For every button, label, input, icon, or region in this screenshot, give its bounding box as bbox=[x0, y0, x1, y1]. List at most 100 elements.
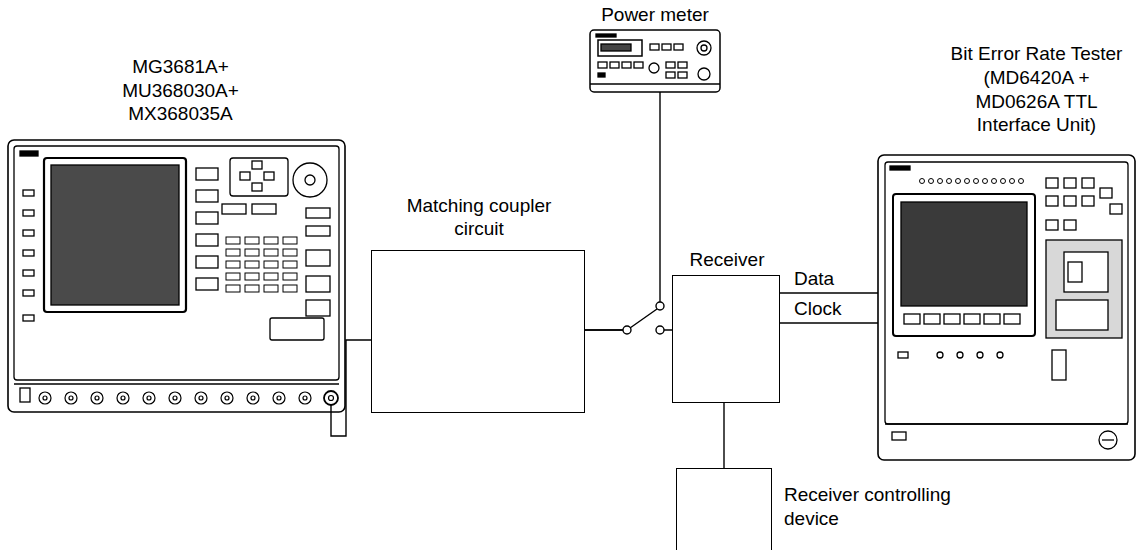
signal-generator-drawing bbox=[8, 140, 345, 412]
power-meter-drawing bbox=[590, 83, 720, 84]
bit-error-rate-tester-drawing bbox=[1056, 300, 1108, 330]
null bbox=[169, 392, 181, 404]
bit-error-rate-tester-drawing bbox=[1046, 178, 1058, 188]
power-meter-drawing bbox=[590, 30, 720, 92]
device-label: MG3681A+ MU368030A+ MX368035A bbox=[115, 55, 247, 126]
signal-generator-drawing bbox=[293, 163, 327, 197]
signal-name: Data bbox=[792, 268, 836, 291]
bit-error-rate-tester: Bit Error Rate Tester (MD6420A + MD0626A… bbox=[878, 155, 1135, 460]
signal-generator-drawing bbox=[20, 388, 30, 402]
power-meter: Power meter bbox=[590, 30, 720, 92]
null bbox=[251, 396, 255, 400]
power-meter-drawing bbox=[601, 44, 631, 51]
bit-error-rate-tester-drawing bbox=[1099, 431, 1117, 449]
power-meter-drawing bbox=[598, 40, 642, 56]
null bbox=[143, 392, 155, 404]
signal-wire bbox=[780, 292, 878, 293]
power-meter-drawing bbox=[662, 44, 671, 50]
device-label: Power meter bbox=[599, 3, 711, 27]
signal-generator-drawing bbox=[23, 210, 34, 216]
signal-generator-drawing bbox=[222, 204, 246, 214]
bit-error-rate-tester-drawing bbox=[1068, 262, 1082, 282]
bit-error-rate-tester-drawing bbox=[977, 352, 983, 358]
signal-generator-drawing bbox=[23, 190, 34, 196]
power-meter-drawing bbox=[598, 62, 607, 68]
bit-error-rate-tester-drawing bbox=[1004, 314, 1020, 324]
null bbox=[324, 391, 338, 405]
null bbox=[147, 396, 151, 400]
null bbox=[221, 392, 233, 404]
bit-error-rate-tester-drawing bbox=[885, 162, 1128, 424]
device-label: Receiver controlling device bbox=[782, 483, 964, 531]
null bbox=[329, 396, 334, 401]
power-meter-drawing bbox=[678, 62, 687, 68]
bit-error-rate-tester-drawing bbox=[957, 352, 963, 358]
power-meter-drawing bbox=[610, 62, 619, 68]
signal-generator-drawing bbox=[225, 236, 301, 296]
bit-error-rate-tester-drawing bbox=[1100, 188, 1112, 198]
power-meter-drawing bbox=[674, 44, 683, 50]
power-meter-drawing bbox=[666, 72, 675, 78]
null bbox=[91, 392, 103, 404]
bit-error-rate-tester-drawing bbox=[878, 155, 1135, 460]
signal-generator-drawing bbox=[306, 226, 330, 236]
power-meter-drawing bbox=[622, 62, 631, 68]
power-meter-drawing bbox=[666, 62, 675, 68]
signal-wire bbox=[331, 340, 371, 436]
bit-error-rate-tester-drawing bbox=[1082, 178, 1094, 188]
bit-error-rate-tester-drawing bbox=[904, 314, 920, 324]
signal-generator: MG3681A+ MU368030A+ MX368035A bbox=[8, 140, 345, 412]
bit-error-rate-tester-drawing bbox=[1064, 178, 1076, 188]
signal-generator-drawing bbox=[252, 204, 276, 214]
power-meter-drawing bbox=[697, 41, 711, 55]
signal-wire bbox=[585, 92, 660, 330]
power-meter-drawing bbox=[698, 68, 710, 80]
power-meter-drawing bbox=[650, 44, 659, 50]
null bbox=[277, 396, 281, 400]
null bbox=[117, 392, 129, 404]
bit-error-rate-tester-drawing bbox=[898, 352, 908, 358]
null bbox=[273, 392, 285, 404]
bit-error-rate-tester-drawing bbox=[893, 194, 1035, 336]
power-meter-drawing bbox=[678, 72, 687, 78]
signal-generator-drawing bbox=[44, 158, 186, 312]
device-label: Matching coupler circuit bbox=[395, 194, 564, 242]
bit-error-rate-tester-drawing bbox=[1102, 439, 1114, 440]
signal-generator-drawing bbox=[306, 300, 330, 316]
bit-error-rate-tester-drawing bbox=[944, 314, 960, 324]
signal-generator-drawing bbox=[196, 190, 218, 202]
signal-wire bbox=[723, 403, 724, 468]
controller-box: Receiver controlling device bbox=[676, 468, 772, 550]
switch-contact bbox=[656, 326, 664, 334]
bit-error-rate-tester-drawing bbox=[885, 423, 1128, 424]
bit-error-rate-tester-drawing bbox=[892, 432, 906, 440]
signal-generator-drawing bbox=[196, 278, 218, 290]
power-meter-drawing bbox=[701, 45, 707, 51]
signal-generator-drawing bbox=[51, 165, 179, 305]
bit-error-rate-tester-drawing bbox=[1082, 196, 1094, 206]
bit-error-rate-tester-drawing bbox=[878, 155, 1135, 460]
null bbox=[199, 396, 203, 400]
device-label: Bit Error Rate Tester (MD6420A + MD0626A… bbox=[943, 42, 1131, 137]
power-meter-drawing bbox=[598, 73, 605, 77]
signal-generator-drawing bbox=[196, 234, 218, 246]
null bbox=[69, 396, 73, 400]
signal-wire bbox=[585, 329, 672, 330]
signal-generator-drawing bbox=[8, 140, 345, 412]
null bbox=[299, 392, 311, 404]
signal-generator-drawing bbox=[14, 383, 339, 384]
signal-generator-drawing bbox=[306, 250, 330, 266]
bit-error-rate-tester-drawing bbox=[937, 352, 943, 358]
power-meter-drawing bbox=[634, 62, 643, 68]
signal-generator-drawing bbox=[23, 270, 34, 276]
switch-contact bbox=[656, 302, 664, 310]
null bbox=[95, 396, 99, 400]
null bbox=[173, 396, 177, 400]
bit-error-rate-tester-drawing bbox=[984, 314, 1000, 324]
bit-error-rate-tester-drawing bbox=[1110, 204, 1122, 214]
signal-generator-drawing bbox=[306, 276, 330, 292]
bit-error-rate-tester-drawing bbox=[964, 314, 980, 324]
signal-generator-drawing bbox=[264, 172, 274, 180]
